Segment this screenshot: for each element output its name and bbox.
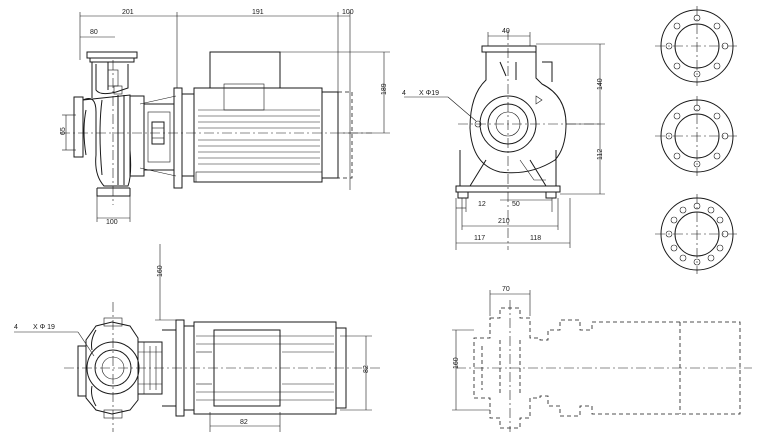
dim-82-right: 82: [363, 365, 370, 373]
dim-118: 118: [530, 235, 541, 242]
dim-80: 80: [90, 29, 98, 36]
dim-70: 70: [502, 286, 510, 293]
flange-detail-3: [655, 194, 739, 274]
dim-160-outline-view: 160: [453, 357, 460, 369]
dim-117: 117: [474, 235, 485, 242]
dim-210: 210: [498, 218, 510, 225]
dim-12: 12: [478, 201, 486, 208]
dim-191: 191: [252, 9, 264, 16]
dim-100-bottom: 100: [106, 219, 118, 226]
dim-112: 112: [597, 149, 604, 160]
dim-50: 50: [512, 201, 520, 208]
side-view: 201 191 100 80 100 65: [60, 9, 390, 226]
bolt-count-bottom: 4: [14, 324, 18, 331]
bolt-dia-top: X Φ19: [419, 90, 439, 97]
dim-82-bottom: 82: [240, 419, 248, 426]
dim-201: 201: [122, 9, 134, 16]
front-view: 40 140 112 4 X Φ19 12: [402, 28, 605, 250]
dim-160-top-view: 160: [157, 265, 164, 277]
bolt-count-top: 4: [402, 90, 406, 97]
dim-40: 40: [502, 28, 510, 35]
outline-view: 70 160: [452, 286, 752, 432]
flange-detail-2: [655, 96, 739, 176]
dim-100-right: 100: [342, 9, 354, 16]
bolt-dia-bottom: X Φ 19: [33, 324, 55, 331]
dim-140: 140: [597, 78, 604, 90]
dim-65: 65: [60, 127, 67, 135]
top-view: 160: [14, 244, 380, 432]
flange-detail-1: [655, 6, 739, 86]
dim-189: 189: [381, 83, 388, 95]
